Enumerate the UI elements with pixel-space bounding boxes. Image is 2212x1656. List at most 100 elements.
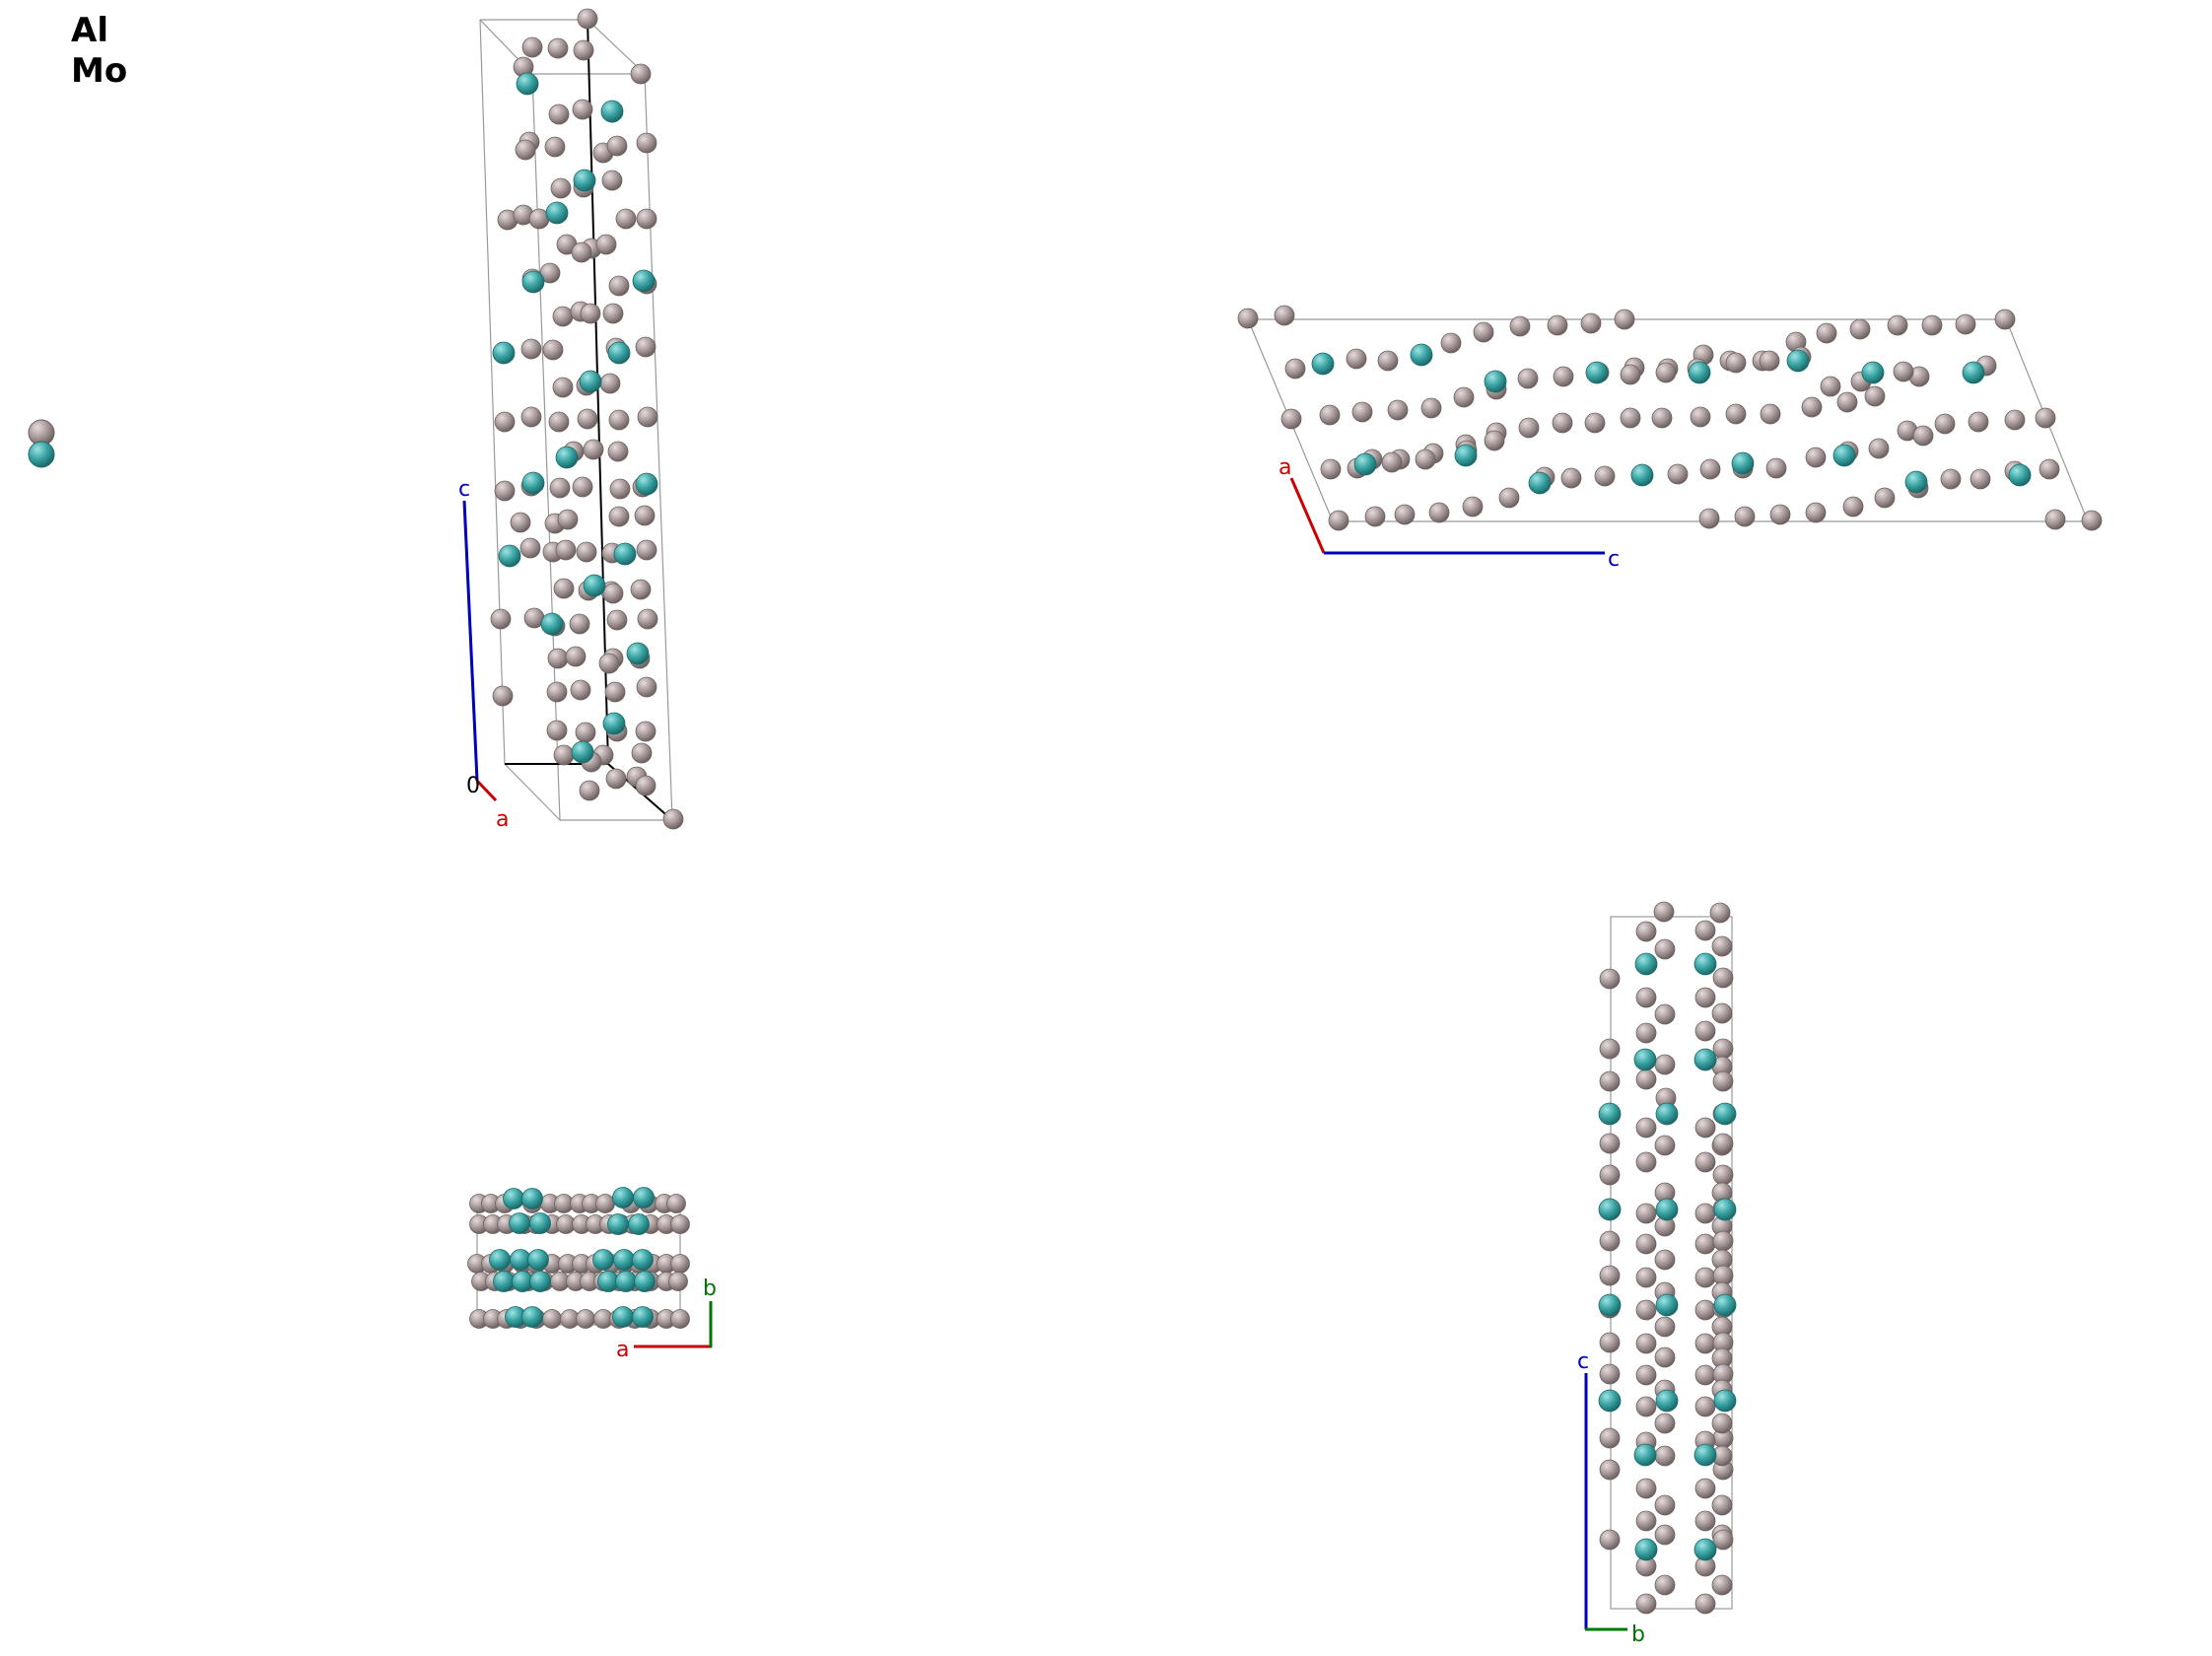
axis-a-line	[475, 779, 498, 802]
al-atom	[1694, 1299, 1716, 1321]
al-atom	[636, 539, 657, 561]
mo-atom	[1713, 1102, 1737, 1126]
al-atom	[1654, 1249, 1676, 1271]
mo-atom	[612, 1306, 634, 1328]
al-atom	[1734, 506, 1756, 527]
mo-atom	[615, 1271, 637, 1292]
mo-atom	[1786, 349, 1810, 373]
mo-atom	[602, 712, 626, 735]
al-atom	[548, 411, 570, 433]
al-atom	[635, 336, 657, 358]
mo-atom	[521, 1306, 543, 1328]
al-atom	[1635, 1022, 1657, 1044]
al-atom	[1599, 1070, 1621, 1092]
mo-atom	[613, 1249, 635, 1271]
al-atom	[1351, 401, 1373, 423]
al-atom	[520, 338, 542, 360]
mo-atom	[540, 612, 564, 636]
al-atom	[602, 583, 624, 604]
al-atom	[1440, 332, 1462, 354]
al-atom	[1725, 403, 1747, 425]
al-atom	[1654, 1524, 1676, 1546]
mo-atom	[555, 446, 579, 469]
al-atom	[569, 613, 590, 635]
mo-atom	[632, 1249, 654, 1271]
al-atom	[1635, 1364, 1657, 1386]
al-atom	[1553, 366, 1574, 387]
al-atom	[1599, 1459, 1621, 1481]
al-atom	[1498, 487, 1520, 509]
al-atom	[1654, 1445, 1676, 1467]
axis-a-line	[1289, 477, 1326, 554]
al-atom	[1699, 458, 1721, 480]
al-atom	[670, 1309, 690, 1329]
al-atom	[637, 406, 658, 428]
mo-atom	[626, 642, 650, 665]
al-atom	[1970, 468, 1991, 490]
mo-atom	[612, 1187, 634, 1208]
mo-atom	[1633, 1048, 1657, 1071]
al-atom	[553, 578, 575, 599]
al-atom	[636, 676, 657, 698]
legend-label-mo: Mo	[71, 51, 127, 91]
al-atom	[1694, 1364, 1716, 1386]
al-atom	[630, 579, 652, 600]
al-atom	[1280, 408, 1302, 430]
mo-atom	[1484, 370, 1507, 393]
al-atom	[542, 1309, 562, 1329]
view-perspective: c 0 a	[458, 8, 684, 832]
al-atom	[2004, 409, 2026, 431]
al-atom	[668, 1272, 688, 1291]
mo-atom	[1713, 1198, 1737, 1221]
al-atom	[1842, 496, 1864, 518]
mo-atom	[1655, 1198, 1679, 1221]
al-atom	[1599, 1363, 1621, 1385]
al-atom	[595, 234, 617, 255]
al-atom	[1599, 1038, 1621, 1060]
mo-atom	[1634, 1538, 1658, 1561]
mo-atom	[632, 1306, 654, 1328]
mo-atom	[1694, 1443, 1717, 1467]
al-atom	[1635, 1151, 1657, 1173]
mo-atom	[489, 1249, 511, 1271]
al-atom	[1654, 1346, 1676, 1368]
al-atom	[1709, 902, 1731, 924]
al-atom	[1509, 315, 1531, 337]
al-atom	[1462, 496, 1484, 518]
al-atom	[1394, 504, 1416, 525]
al-atom	[636, 208, 657, 230]
al-atom	[570, 679, 591, 701]
al-atom	[494, 480, 516, 502]
mo-atom	[1598, 1293, 1622, 1317]
al-atom	[577, 408, 598, 430]
al-atom	[1635, 1299, 1657, 1321]
al-atom	[606, 135, 628, 157]
al-atom	[615, 208, 637, 230]
al-atom	[1769, 504, 1791, 525]
al-atom	[1653, 901, 1675, 923]
al-atom	[1594, 465, 1616, 487]
axis-a-label: a	[616, 1338, 629, 1362]
al-atom	[1635, 1510, 1657, 1532]
mo-atom	[600, 100, 624, 123]
al-atom	[1552, 412, 1573, 434]
al-atom	[557, 509, 579, 530]
al-atom	[1473, 321, 1494, 343]
mo-atom	[529, 1271, 551, 1292]
al-atom	[1759, 350, 1780, 372]
axis-c-line	[462, 500, 479, 782]
al-atom	[1712, 1070, 1734, 1092]
al-atom	[1849, 318, 1871, 340]
al-atom	[636, 132, 657, 154]
al-atom	[1712, 1230, 1734, 1252]
al-atom	[630, 63, 652, 85]
al-atom	[1517, 368, 1539, 389]
al-atom	[515, 139, 536, 161]
axis-triad-along-b: a c	[1279, 455, 1620, 572]
al-atom	[1415, 448, 1436, 470]
mo-atom	[1634, 952, 1658, 976]
al-atom	[631, 742, 653, 764]
axis-c-label: c	[1608, 547, 1620, 572]
axis-c-label: c	[1577, 1349, 1589, 1374]
al-atom	[1694, 1267, 1716, 1288]
